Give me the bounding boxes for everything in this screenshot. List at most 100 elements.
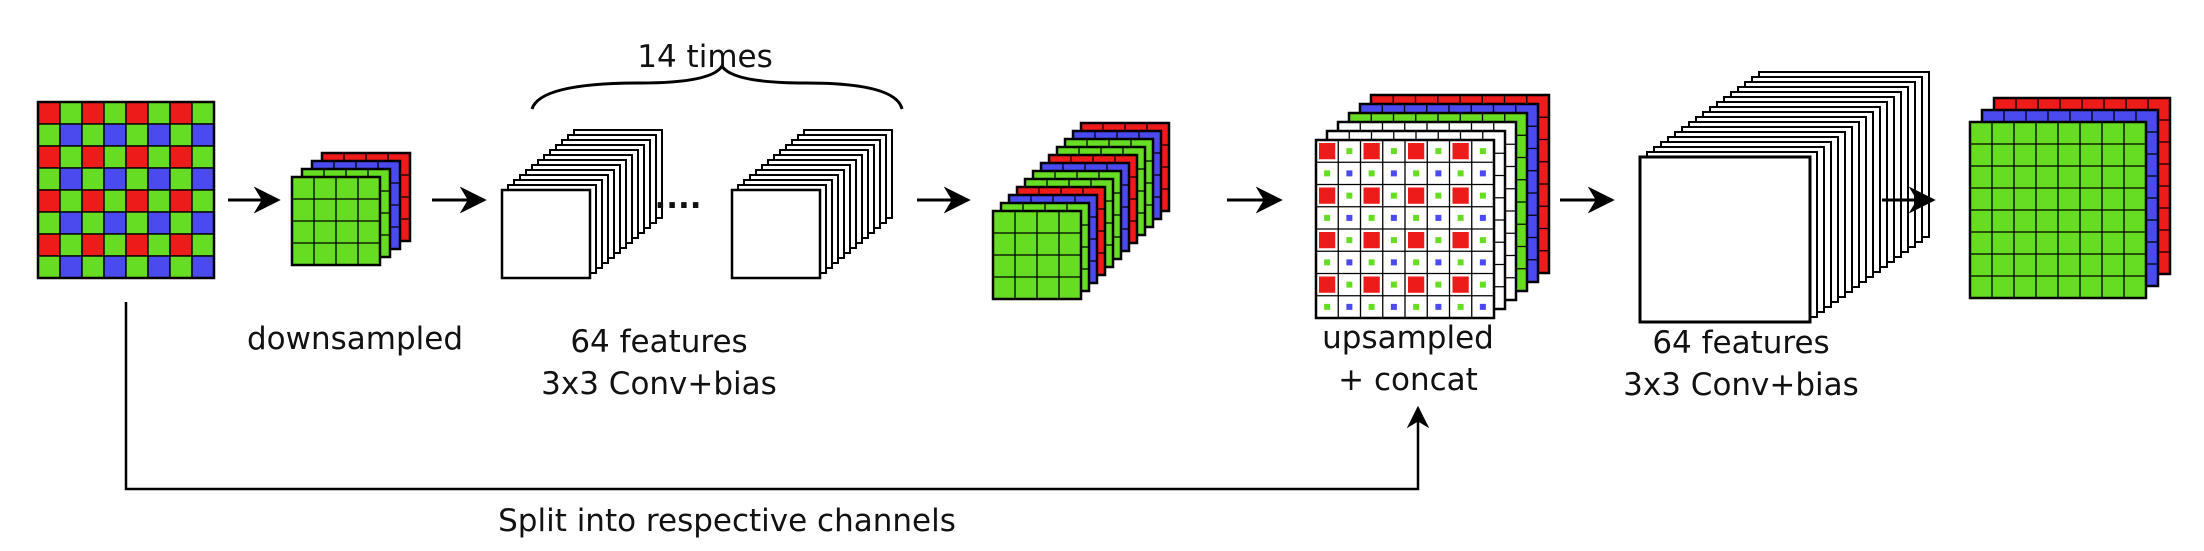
bayer-pixel bbox=[37, 101, 61, 125]
upsampled-dot bbox=[1390, 303, 1397, 310]
upsampled-dot bbox=[1479, 259, 1486, 266]
bayer-pixel bbox=[59, 101, 83, 125]
upsampled-dot bbox=[1457, 303, 1464, 310]
bayer-pixel bbox=[103, 233, 127, 257]
bayer-pixel bbox=[125, 167, 149, 191]
intermediate-layer bbox=[991, 209, 1083, 301]
upsampled-dot bbox=[1435, 259, 1442, 266]
concat-label: + concat bbox=[1338, 362, 1478, 398]
bayer-pixel bbox=[191, 233, 215, 257]
bayer-pixel bbox=[103, 167, 127, 191]
bayer-pixel bbox=[125, 189, 149, 213]
bayer-pixel bbox=[103, 189, 127, 213]
conv-feature-block-first bbox=[500, 129, 663, 280]
conv1-last-feature-front bbox=[730, 188, 822, 280]
bayer-pixel bbox=[37, 211, 61, 235]
upsampled-dot bbox=[1346, 303, 1353, 310]
upsampled-dot bbox=[1479, 303, 1486, 310]
bayer-pixel bbox=[147, 211, 171, 235]
bayer-pixel bbox=[81, 211, 105, 235]
bayer-pixel bbox=[147, 167, 171, 191]
upsampled-red-sample bbox=[1452, 187, 1469, 204]
bayer-pixel bbox=[169, 255, 193, 279]
bayer-pixel bbox=[81, 101, 105, 125]
bayer-pixel bbox=[125, 233, 149, 257]
upsampled-red-sample bbox=[1408, 143, 1425, 160]
bayer-pixel bbox=[191, 167, 215, 191]
bayer-pixel bbox=[169, 101, 193, 125]
bayer-pixel bbox=[103, 145, 127, 169]
upsampled-red-sample bbox=[1319, 143, 1336, 160]
bayer-pixel bbox=[59, 167, 83, 191]
upsampled-dot bbox=[1324, 170, 1331, 177]
upsampled-dot bbox=[1390, 281, 1397, 288]
bayer-pixel bbox=[59, 123, 83, 147]
upsampled-dot bbox=[1346, 281, 1353, 288]
upsampled-dot bbox=[1479, 281, 1486, 288]
upsampled-dot bbox=[1390, 170, 1397, 177]
upsampled-red-sample bbox=[1408, 276, 1425, 293]
upsampled-dot bbox=[1390, 192, 1397, 199]
upsampled-dot bbox=[1413, 170, 1420, 177]
output-rgb-stack bbox=[1968, 96, 2172, 300]
bayer-pixel bbox=[191, 211, 215, 235]
upsampled-dot bbox=[1435, 170, 1442, 177]
bayer-input-mosaic bbox=[36, 100, 216, 280]
conv-feature-block-final bbox=[1638, 71, 1930, 324]
upsampled-red-sample bbox=[1363, 143, 1380, 160]
upsampled-red-sample bbox=[1363, 276, 1380, 293]
bayer-pixel bbox=[81, 189, 105, 213]
bayer-pixel bbox=[81, 255, 105, 279]
bayer-pixel bbox=[37, 233, 61, 257]
upsampled-red-sample bbox=[1363, 232, 1380, 249]
conv1-features-label: 64 features bbox=[570, 324, 747, 360]
bayer-pixel bbox=[103, 123, 127, 147]
bayer-border bbox=[36, 100, 216, 280]
upsampled-dot bbox=[1479, 237, 1486, 244]
bayer-pixel bbox=[103, 211, 127, 235]
upsampled-dot bbox=[1479, 192, 1486, 199]
upsampled-dot bbox=[1346, 192, 1353, 199]
conv2-features-label: 64 features bbox=[1652, 325, 1829, 361]
upsampled-dot bbox=[1479, 214, 1486, 221]
upsampled-dot bbox=[1435, 214, 1442, 221]
bayer-pixel bbox=[147, 101, 171, 125]
upsampled-dot bbox=[1324, 303, 1331, 310]
ellipsis-label: .... bbox=[654, 180, 701, 216]
conv1-op-label: 3x3 Conv+bias bbox=[541, 366, 777, 402]
downsampled-label: downsampled bbox=[247, 321, 463, 357]
upsampled-red-sample bbox=[1319, 232, 1336, 249]
bayer-pixel bbox=[147, 123, 171, 147]
bayer-pixel bbox=[169, 233, 193, 257]
upsampled-dot bbox=[1413, 214, 1420, 221]
upsampled-red-sample bbox=[1319, 187, 1336, 204]
downsampled-channel-stack bbox=[290, 151, 412, 267]
bayer-pixel bbox=[169, 211, 193, 235]
repeat-brace bbox=[530, 63, 904, 110]
upsampled-dot bbox=[1479, 148, 1486, 155]
bayer-pixel bbox=[37, 255, 61, 279]
bayer-pixel bbox=[169, 145, 193, 169]
bayer-pixel bbox=[37, 123, 61, 147]
bayer-pixel bbox=[81, 123, 105, 147]
upsampled-dot bbox=[1435, 192, 1442, 199]
bayer-pixel bbox=[147, 145, 171, 169]
bayer-pixel bbox=[191, 255, 215, 279]
conv2-op-label: 3x3 Conv+bias bbox=[1623, 367, 1859, 403]
bayer-pixel bbox=[37, 189, 61, 213]
conv-feature-block-last bbox=[730, 129, 893, 280]
bayer-pixel bbox=[59, 233, 83, 257]
upsampled-dot bbox=[1368, 303, 1375, 310]
upsampled-dot bbox=[1479, 170, 1486, 177]
bayer-pixel bbox=[191, 123, 215, 147]
bayer-pixel bbox=[191, 145, 215, 169]
upsampled-dot bbox=[1324, 259, 1331, 266]
upsampled-dot bbox=[1435, 148, 1442, 155]
upsampled-concat-stack bbox=[1314, 93, 1551, 320]
upsampled-dot bbox=[1346, 170, 1353, 177]
bayer-pixel bbox=[81, 145, 105, 169]
upsampled-dot bbox=[1368, 259, 1375, 266]
upsampled-dot bbox=[1457, 214, 1464, 221]
upsampled-dot bbox=[1435, 281, 1442, 288]
upsampled-red-sample bbox=[1363, 187, 1380, 204]
